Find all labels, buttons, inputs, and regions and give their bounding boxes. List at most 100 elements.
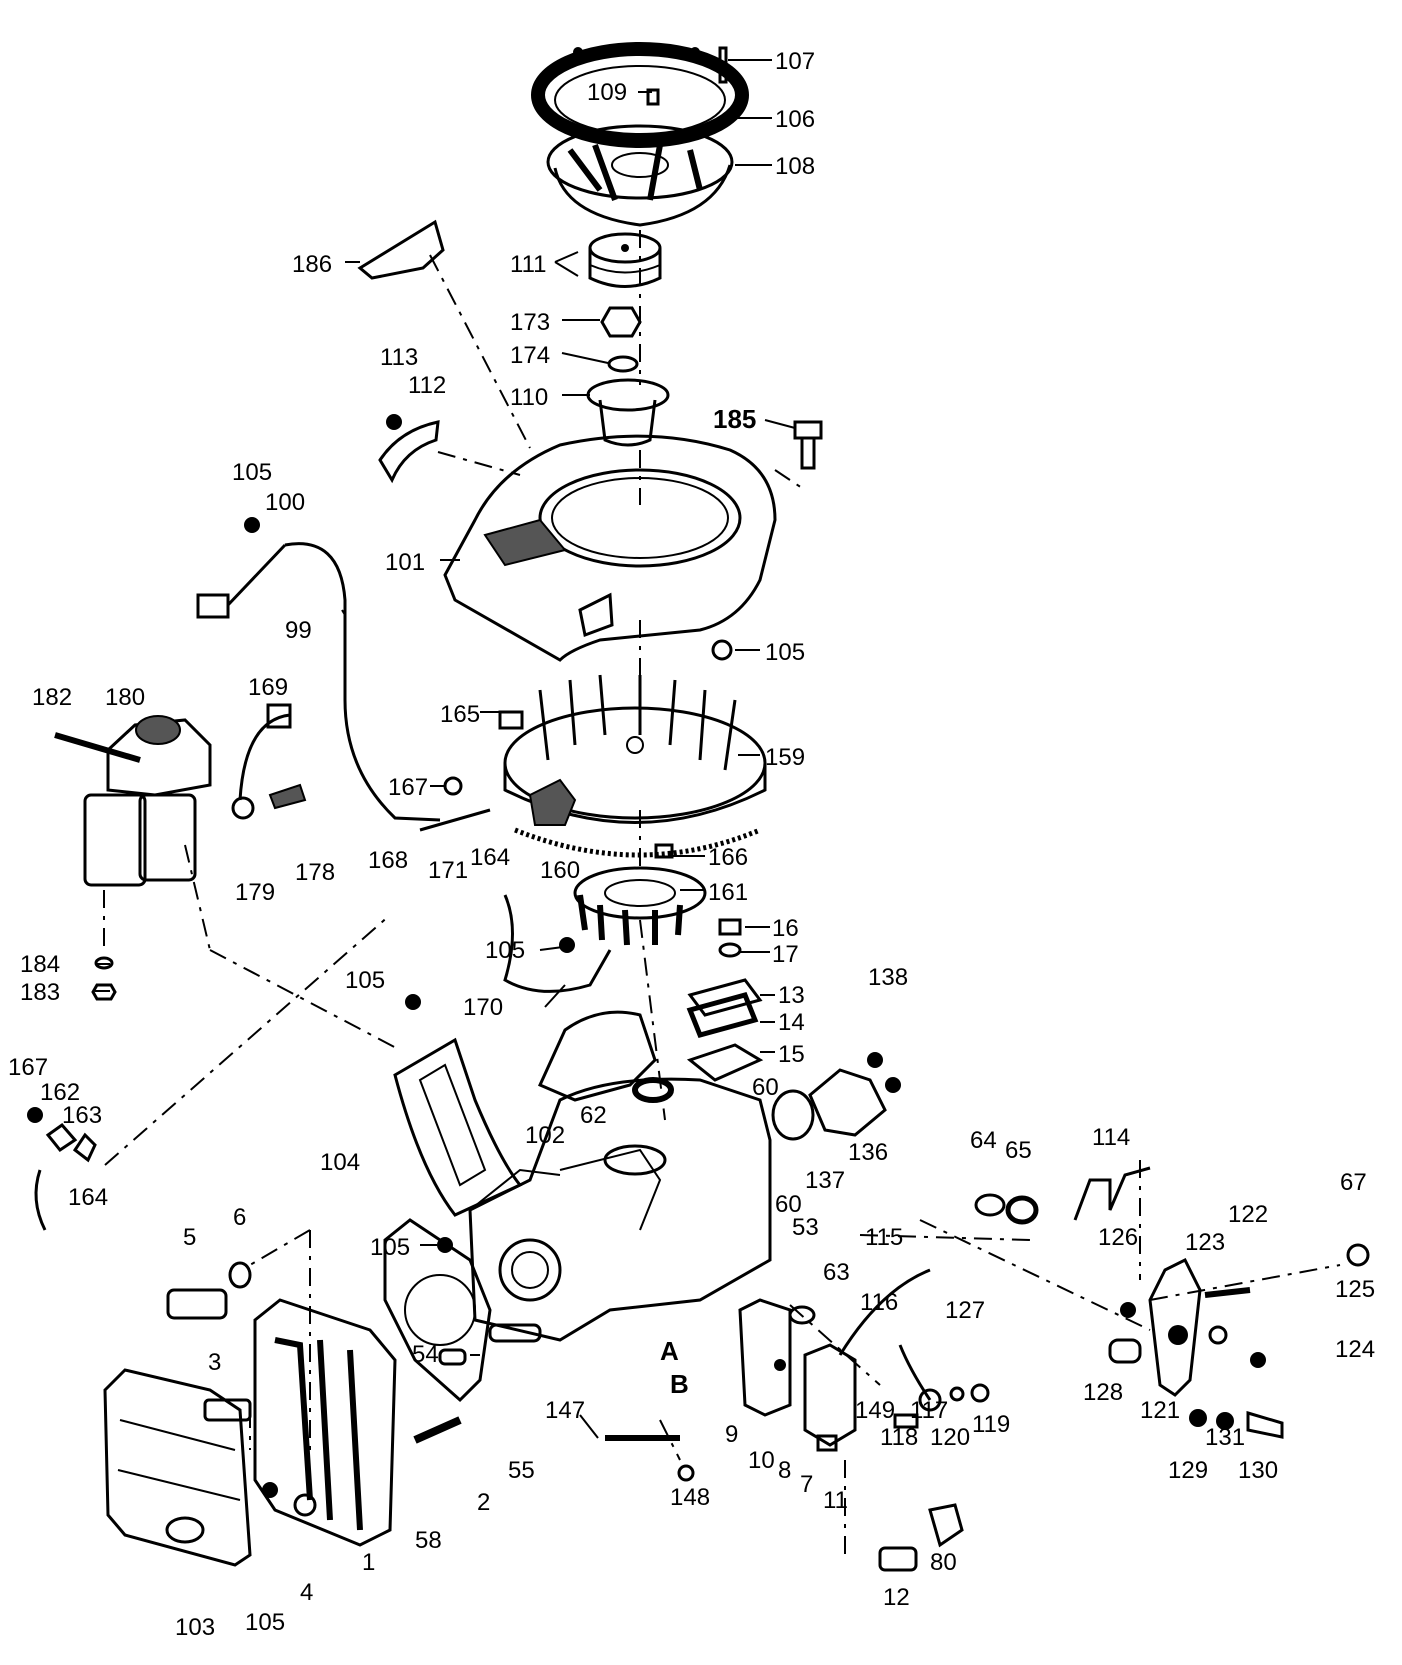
seal-65 bbox=[1005, 1195, 1039, 1225]
label-138: 138 bbox=[868, 964, 908, 991]
label-178: 178 bbox=[295, 859, 335, 886]
label-60b: 60 bbox=[775, 1191, 802, 1218]
label-14: 14 bbox=[778, 1009, 805, 1036]
label-164b: 164 bbox=[68, 1184, 108, 1211]
pin-54 bbox=[438, 1348, 467, 1366]
screw-105a bbox=[244, 517, 260, 533]
label-17: 17 bbox=[772, 941, 799, 968]
bolt-185 bbox=[793, 420, 823, 470]
label-102: 102 bbox=[525, 1122, 565, 1149]
label-179: 179 bbox=[235, 879, 275, 906]
label-167b: 167 bbox=[8, 1054, 48, 1081]
label-167a: 167 bbox=[388, 774, 428, 801]
screw-113 bbox=[386, 414, 402, 430]
screw-167b bbox=[27, 1107, 43, 1123]
nut-173 bbox=[600, 306, 642, 338]
clip-162 bbox=[45, 1122, 78, 1153]
label-10: 10 bbox=[748, 1447, 775, 1474]
screw-7 bbox=[816, 1434, 838, 1452]
label-123: 123 bbox=[1185, 1229, 1225, 1256]
label-63: 63 bbox=[823, 1259, 850, 1286]
label-13: 13 bbox=[778, 982, 805, 1009]
washer-120 bbox=[949, 1386, 965, 1402]
wire-171 bbox=[419, 808, 491, 832]
nut-148 bbox=[677, 1464, 695, 1482]
label-11: 11 bbox=[823, 1487, 848, 1514]
lever-117 bbox=[898, 1344, 932, 1401]
head-shield-103 bbox=[103, 1368, 252, 1567]
label-A: A bbox=[660, 1336, 679, 1366]
label-2: 2 bbox=[477, 1489, 490, 1516]
label-1: 1 bbox=[362, 1549, 375, 1576]
screw-165 bbox=[498, 710, 524, 730]
label-6: 6 bbox=[233, 1204, 246, 1231]
guard-112 bbox=[378, 420, 440, 484]
label-160: 160 bbox=[540, 857, 580, 884]
label-159: 159 bbox=[765, 744, 805, 771]
nut-119 bbox=[970, 1383, 990, 1403]
label-129: 129 bbox=[1168, 1457, 1208, 1484]
nut-124 bbox=[1250, 1352, 1266, 1368]
screw-105c bbox=[559, 937, 575, 953]
elbow-80 bbox=[928, 1503, 964, 1548]
label-173: 173 bbox=[510, 309, 550, 336]
wire-169 bbox=[238, 713, 291, 801]
screw-16 bbox=[718, 918, 742, 936]
screw-109 bbox=[646, 88, 660, 106]
label-62: 62 bbox=[580, 1102, 607, 1129]
wire-164b bbox=[34, 1169, 47, 1231]
label-163: 163 bbox=[62, 1102, 102, 1129]
label-165: 165 bbox=[440, 701, 480, 728]
label-113: 113 bbox=[380, 344, 418, 371]
label-115: 115 bbox=[865, 1224, 903, 1251]
breather-cover-8 bbox=[803, 1343, 857, 1447]
label-16: 16 bbox=[772, 915, 799, 942]
label-126: 126 bbox=[1098, 1224, 1138, 1251]
label-15: 15 bbox=[778, 1041, 805, 1068]
label-184: 184 bbox=[20, 951, 60, 978]
switch-179 bbox=[231, 796, 255, 820]
label-B: B bbox=[670, 1369, 689, 1399]
washer-131 bbox=[1216, 1412, 1234, 1430]
assembly-lines bbox=[103, 230, 1341, 1560]
label-53: 53 bbox=[792, 1214, 819, 1241]
label-112: 112 bbox=[408, 372, 446, 399]
label-124: 124 bbox=[1335, 1336, 1375, 1363]
screw-105e bbox=[437, 1237, 453, 1253]
nut-129 bbox=[1189, 1409, 1207, 1427]
dowel-55 bbox=[488, 1323, 542, 1343]
label-9: 9 bbox=[725, 1421, 738, 1448]
label-100: 100 bbox=[265, 489, 305, 516]
plug-67 bbox=[1346, 1243, 1370, 1267]
label-137: 137 bbox=[805, 1167, 845, 1194]
label-107: 107 bbox=[775, 48, 815, 75]
screw-105f bbox=[262, 1482, 278, 1498]
label-106: 106 bbox=[775, 106, 815, 133]
label-147: 147 bbox=[545, 1397, 585, 1424]
crankcase-block bbox=[468, 1077, 772, 1342]
label-3: 3 bbox=[208, 1349, 221, 1376]
shroud-104 bbox=[393, 1037, 523, 1217]
starter-motor-180 bbox=[54, 715, 212, 887]
label-161: 161 bbox=[708, 879, 748, 906]
label-105f: 105 bbox=[245, 1609, 285, 1636]
label-166: 166 bbox=[708, 844, 748, 871]
label-127: 127 bbox=[945, 1297, 985, 1324]
label-105d: 105 bbox=[345, 967, 385, 994]
label-116: 116 bbox=[860, 1289, 898, 1316]
washer-6 bbox=[228, 1261, 252, 1289]
wire-harness-99 bbox=[284, 542, 441, 822]
label-60a: 60 bbox=[752, 1074, 779, 1101]
label-64: 64 bbox=[970, 1127, 997, 1154]
screw-122 bbox=[1204, 1287, 1251, 1298]
seal-62 bbox=[632, 1077, 674, 1103]
screw-167a bbox=[443, 776, 463, 796]
label-54: 54 bbox=[412, 1341, 439, 1368]
label-185: 185 bbox=[713, 404, 756, 434]
label-119: 119 bbox=[972, 1411, 1010, 1438]
clip-163 bbox=[72, 1132, 97, 1163]
gasket-2 bbox=[383, 1218, 492, 1403]
sleeve-128 bbox=[1108, 1338, 1142, 1364]
cylinder-head-1 bbox=[253, 1298, 397, 1547]
fuse-178 bbox=[268, 783, 307, 810]
